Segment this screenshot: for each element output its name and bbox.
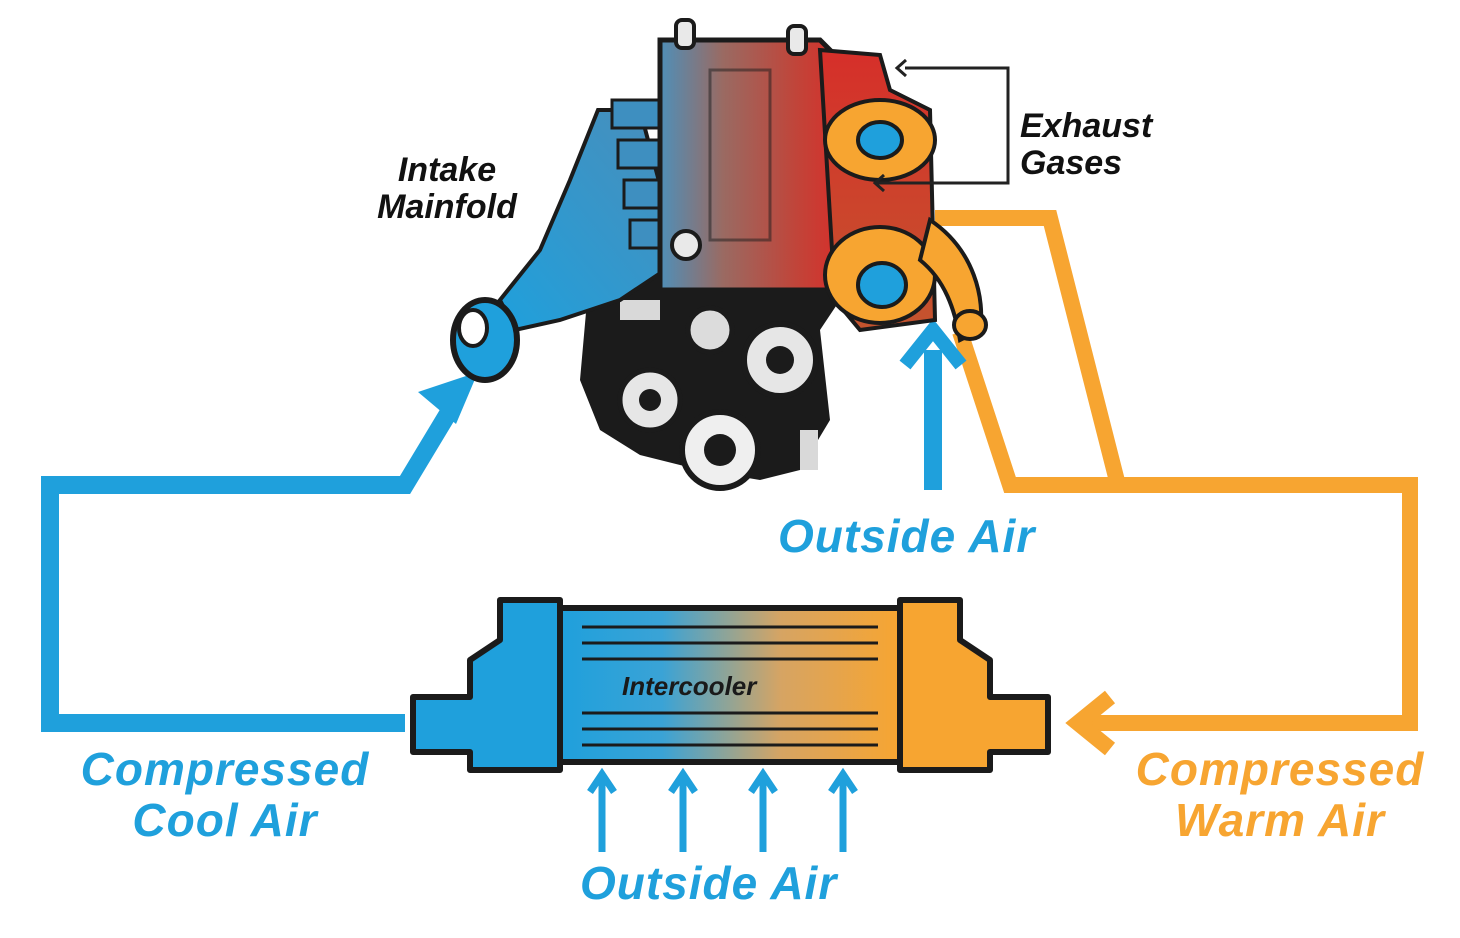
compressed-warm-air-label-line2: Warm Air <box>1175 793 1385 846</box>
compressed-cool-air-label-line1: Compressed <box>80 743 370 795</box>
exhaust-gases-label: Exhaust Gases <box>1020 107 1153 183</box>
exhaust-pointer-top-arrow <box>894 58 907 78</box>
exhaust-pointer-bottom-arrow <box>872 173 885 193</box>
exhaust-pointer-bracket <box>875 66 1010 185</box>
engine-icon <box>450 18 988 491</box>
warm-air-arrowhead <box>1065 690 1116 756</box>
compressed-warm-air-label-line1: Compressed <box>1135 743 1425 795</box>
intercooler-label: Intercooler <box>622 671 757 701</box>
exhaust-gases-label-line1: Exhaust <box>1020 107 1153 145</box>
intercooler-fins <box>582 625 878 747</box>
compressed-cool-air-label-line2: Cool Air <box>132 793 318 846</box>
compressed-cool-air-label: Compressed Cool Air <box>60 744 390 845</box>
intercooler-icon <box>410 597 1051 773</box>
compressed-warm-air-label: Compressed Warm Air <box>1115 744 1445 845</box>
intake-manifold-label: Intake Mainfold <box>372 151 522 227</box>
cool-air-arrowhead <box>418 372 478 424</box>
exhaust-gases-label-line2: Gases <box>1020 144 1123 183</box>
outside-air-intercooler-arrows <box>587 767 858 852</box>
outside-air-engine-label: Outside Air <box>778 510 1036 562</box>
intake-manifold-label-line2: Mainfold <box>377 188 517 227</box>
outside-air-intercooler-label: Outside Air <box>580 857 838 909</box>
cool-air-pipe <box>41 397 463 732</box>
warm-air-pipe-inner <box>952 329 1118 493</box>
outside-air-engine-arrowhead <box>899 318 967 370</box>
intake-manifold-label-line1: Intake <box>397 151 497 189</box>
warm-air-pipe-outer <box>935 210 1418 731</box>
